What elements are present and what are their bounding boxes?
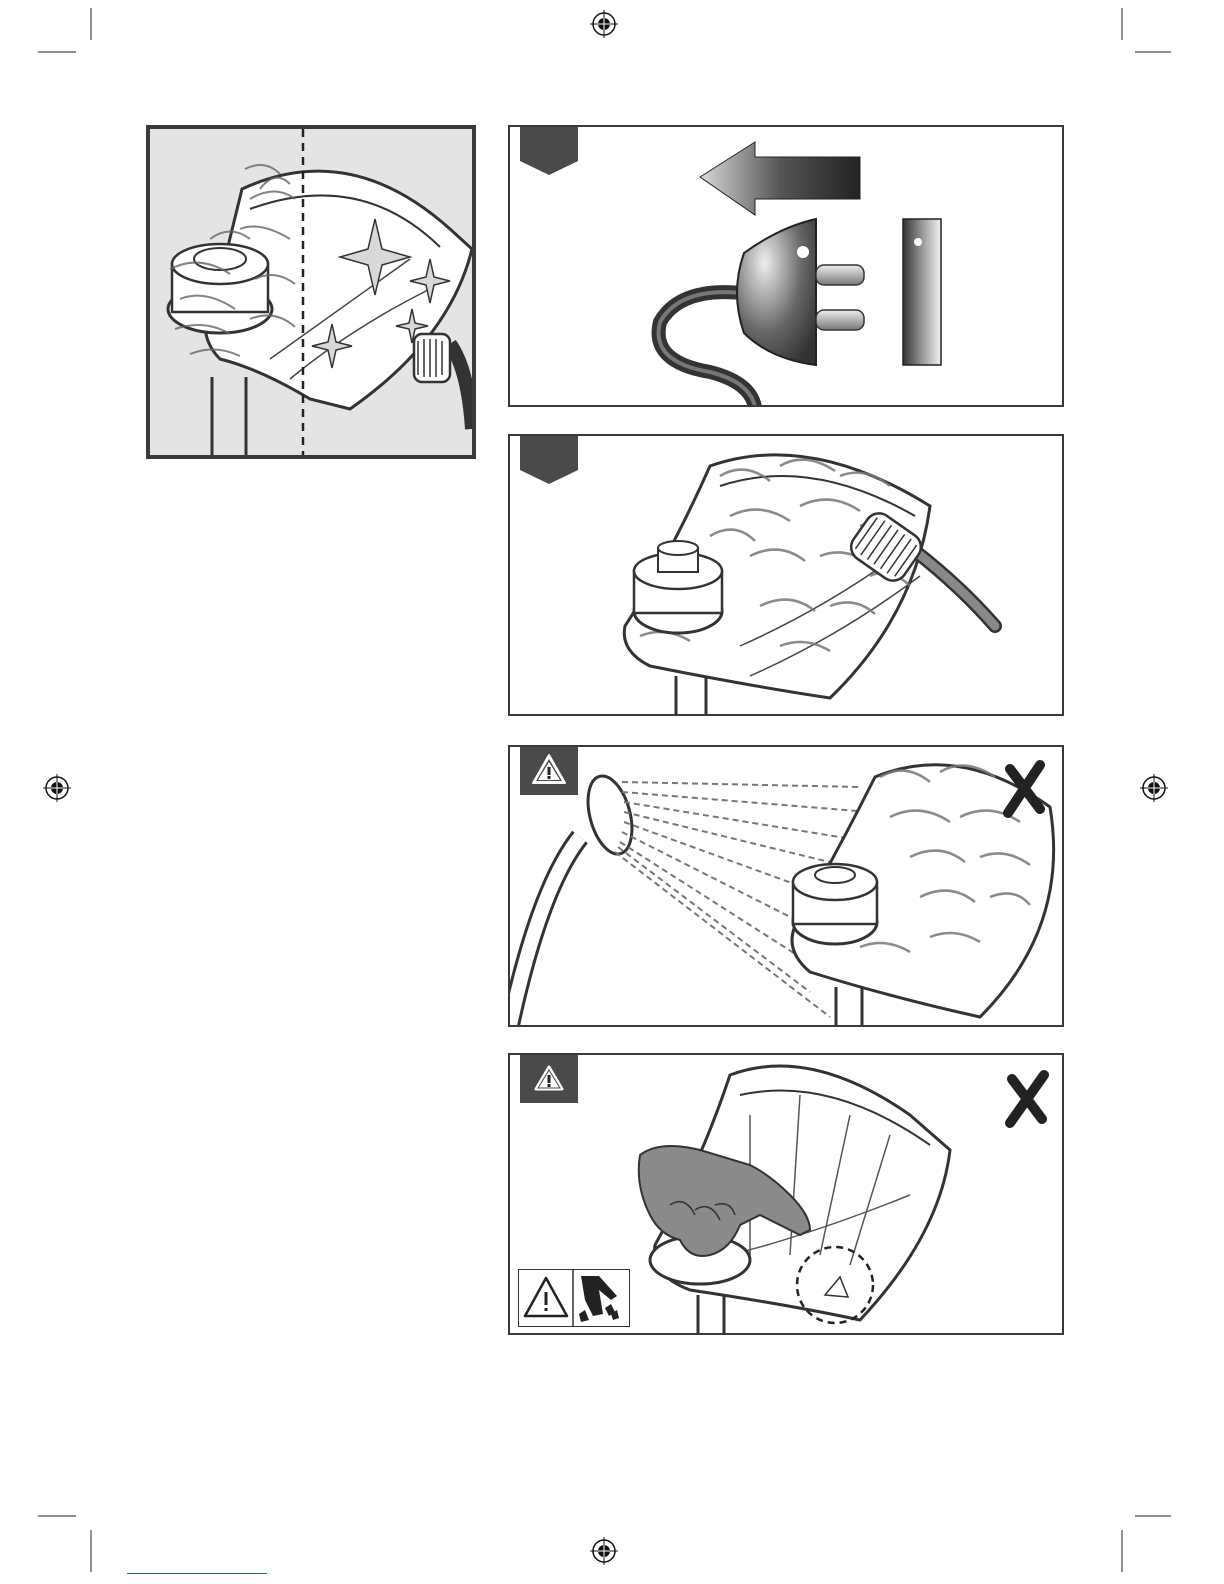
crop-mark-top-right [1115, 0, 1185, 60]
inset-clean-vs-dirty-panel [146, 125, 476, 459]
unplug-arrow-icon [700, 142, 860, 215]
crop-mark-bottom-left [30, 1510, 100, 1580]
hand-cut-hazard-sign [518, 1269, 630, 1327]
warning-no-water-panel [508, 745, 1064, 1027]
trimmer-guard-illustration [150, 129, 472, 455]
unplug-illustration [510, 127, 1062, 405]
registration-mark-top [590, 10, 618, 38]
warning-hand-blade-panel [508, 1053, 1064, 1335]
water-spray-illustration [510, 747, 1062, 1025]
registration-mark-left [43, 774, 71, 802]
registration-mark-bottom [590, 1537, 618, 1565]
warning-triangle-icon [525, 1278, 567, 1316]
footer-rule [127, 1573, 267, 1574]
step-2-brush-clean-panel [508, 434, 1064, 716]
hand-cut-hazard-icon [579, 1276, 619, 1322]
registration-mark-right [1140, 774, 1168, 802]
brush-clean-illustration [510, 436, 1062, 714]
crop-mark-bottom-right [1115, 1510, 1185, 1580]
x-cross-icon [1010, 1075, 1044, 1123]
crop-mark-top-left [30, 0, 100, 60]
step-1-unplug-panel [508, 125, 1064, 407]
